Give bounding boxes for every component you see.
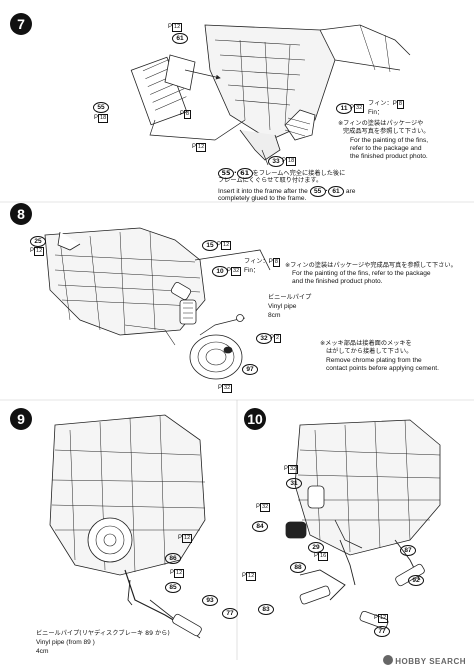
step-9-badge: 9 [10,408,32,430]
vinyl-pipe-jp: ビニールパイプ(リヤディスクブレーキ 89 から) [36,630,170,637]
vinyl-pipe-length: 8cm [268,312,281,319]
part-callout: 77 [222,608,238,619]
hobby-search-watermark: HOBBY SEARCH [383,655,466,666]
insert-note-en: completely glued to the frame. [218,195,307,202]
part-callout: 15 [202,240,218,251]
part-callout: 84 [252,521,268,532]
insert-note-en: Insert it into the frame after the 55·61… [218,186,356,197]
fin-note-en: refer to the package and [350,145,422,152]
part-callout: 29 [308,542,324,553]
fin-note-en: the finished product photo. [350,153,428,160]
part-callout: 32 [256,333,272,344]
part-callout: 92 [408,575,424,586]
part-callout: 25 [30,236,46,247]
step-8-badge: 8 [10,203,32,225]
part-callout: 55 [93,102,109,113]
chrome-note-en: Remove chrome plating from the [326,357,422,364]
fin-note-en: For the painting of the fins, refer to t… [292,270,431,277]
step-7-badge: 7 [10,13,32,35]
insert-note-jp: フレームにくぐらせて取り付けます。 [218,177,323,184]
vinyl-pipe-length: 4cm [36,648,49,655]
chrome-note-en: contact points before applying cement. [326,365,439,372]
part-callout: 85 [165,582,181,593]
part-callout: 33 [268,156,284,167]
part-callout: 88 [290,562,306,573]
part-callout: 11 [336,103,352,114]
fin-note-jp: ※フィンの塗装はパッケージや完成品写真を参照して下さい。 [285,262,457,269]
vinyl-pipe-en: Vinyl pipe [268,303,297,310]
fin-note-jp: 完成品写真を参照して下さい。 [343,128,430,135]
part-callout: 97 [242,364,258,375]
chrome-note-jp: ※メッキ部品は接着面のメッキを [320,340,412,347]
step8-illustration [44,227,271,380]
part-callout: 31 [286,478,302,489]
part-callout: 77 [374,626,390,637]
fin-note-en: and the finished product photo. [292,278,383,285]
step7-illustration [130,24,411,166]
chrome-note-jp: はがしてから接着して下さい。 [326,348,413,355]
vinyl-pipe-en: Vinyl pipe (from 89 ) [36,639,95,646]
fin-note-jp: ※フィンの塗装はパッケージや [338,120,424,127]
step10-illustration [285,419,441,630]
vinyl-pipe-jp: ビニールパイプ [268,294,312,301]
step-10-badge: 10 [244,408,266,430]
step9-illustration [49,414,206,639]
part-callout: 83 [258,604,274,615]
part-callout: 86 [165,553,181,564]
part-callout: 10 [212,266,228,277]
part-callout: 61 [172,33,188,44]
part-callout: 87 [400,545,416,556]
fin-note-en: For the painting of the fins, [350,137,429,144]
part-callout: 93 [202,595,218,606]
